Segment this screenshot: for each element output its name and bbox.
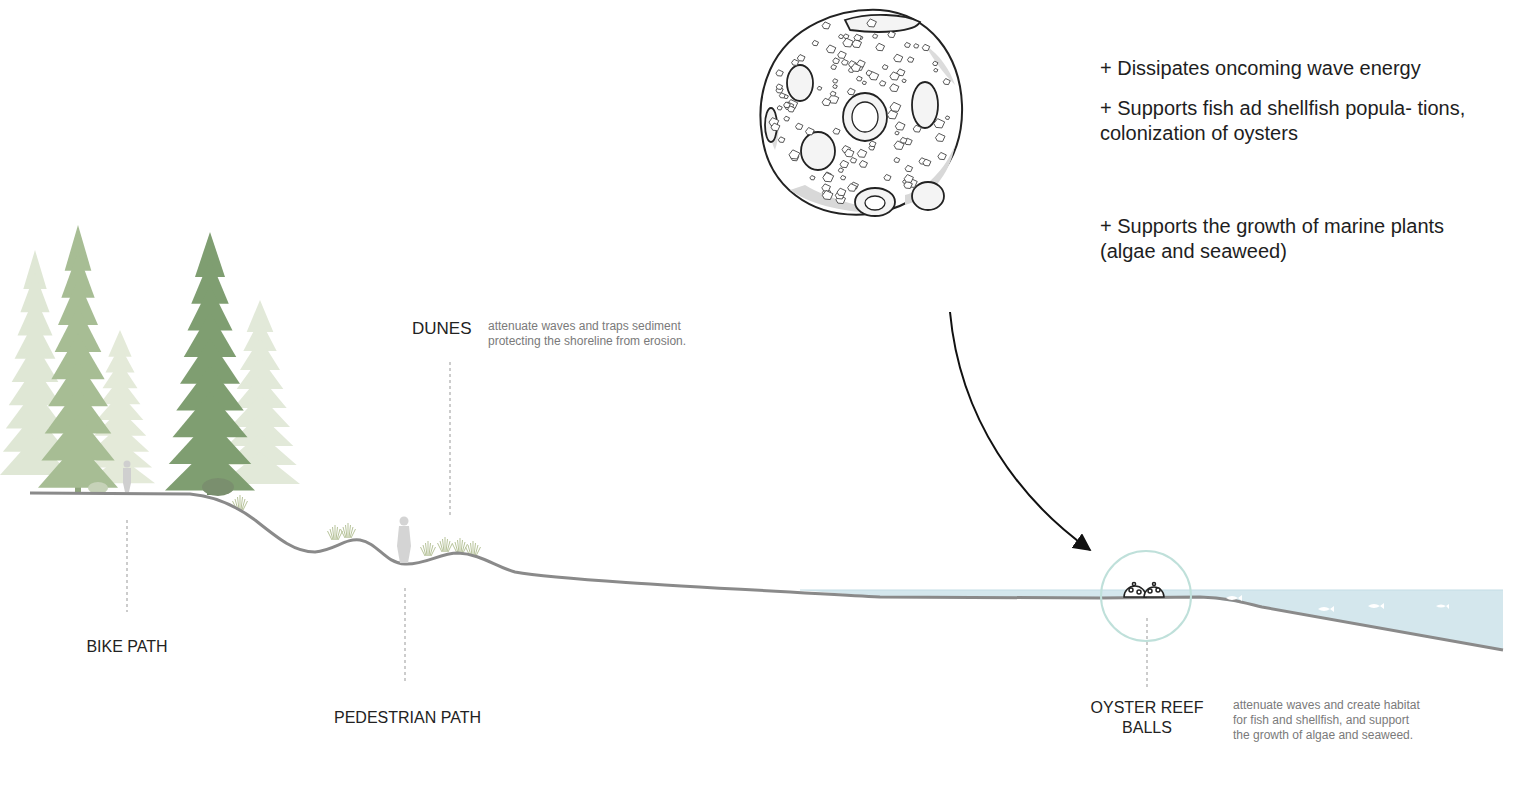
tree [38, 225, 118, 492]
trees [0, 225, 300, 496]
zone-description: attenuate waves and traps sediment prote… [488, 319, 688, 349]
small-reef-balls [1124, 582, 1164, 597]
reef-ball-illustration [760, 10, 962, 216]
cyclist-figure [123, 461, 131, 493]
tree [165, 232, 255, 495]
zone-label: OYSTER REEF BALLS [1084, 698, 1210, 738]
fish [1226, 595, 1449, 612]
callout-circle [1101, 551, 1191, 641]
zone-label: DUNES [412, 318, 482, 339]
leader-lines [127, 362, 1147, 690]
pedestrian-figure [397, 517, 411, 564]
benefit-note: + Supports fish ad shellfish popula- tio… [1100, 96, 1475, 146]
zone-label: BIKE PATH [72, 637, 182, 657]
dune-grass [233, 495, 481, 556]
benefit-note: + Dissipates oncoming wave energy [1100, 56, 1480, 81]
zone-description: attenuate waves and create habitat for f… [1233, 698, 1423, 743]
ground-line [30, 493, 1503, 650]
zone-label: PEDESTRIAN PATH [315, 708, 500, 728]
pointer-arrow [950, 312, 1090, 550]
benefit-note: + Supports the growth of marine plants (… [1100, 214, 1475, 264]
